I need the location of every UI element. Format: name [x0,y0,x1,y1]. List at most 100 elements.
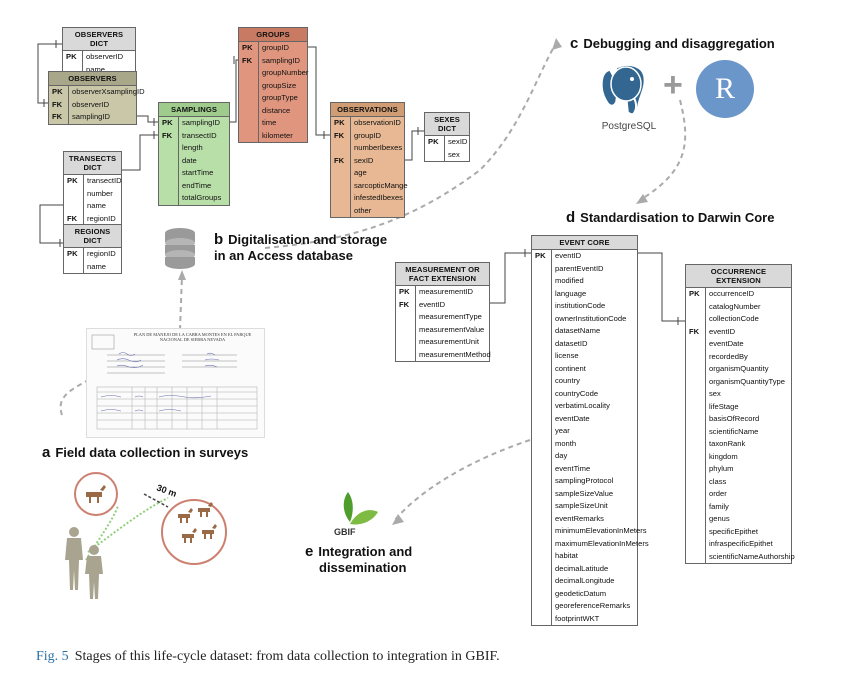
table-row: name [63,63,135,76]
table-row: endTime [159,179,229,192]
row-field: measurementValue [415,323,489,336]
table-row: name [64,260,121,273]
row-field: recordedBy [705,350,791,363]
table-row: habitat [532,550,637,563]
table-row: month [532,437,637,450]
row-field: countryCode [551,387,637,400]
table-row: year [532,425,637,438]
row-field: sex [444,148,469,161]
row-field: day [551,450,637,463]
table-row: class [686,475,791,488]
table-row: eventDate [686,338,791,351]
row-field: phylum [705,463,791,476]
plus-sign: + [663,66,683,104]
row-field: decimalLongitude [551,575,637,588]
row-field: parentEventID [551,262,637,275]
distance-label: 30 m [155,482,178,498]
table-row: basisOfRecord [686,413,791,426]
gbif-label: GBIF [334,527,356,537]
stage-e-line2: dissemination [319,560,407,575]
table-row: time [239,117,307,130]
row-field: continent [551,362,637,375]
ibex-group-circle-large [161,499,227,565]
row-field: specificEpithet [705,525,791,538]
row-field: month [551,437,637,450]
table-row: infestedIbexes [331,192,404,205]
table-row: number [64,187,121,200]
row-field: transectID [178,129,229,142]
field-form-image: PLAN DE MANEJO DE LA CABRA MONTES EN EL … [86,328,265,438]
table-row: collectionCode [686,313,791,326]
table-row: minimumElevationInMeters [532,525,647,538]
row-field: georeferenceRemarks [551,600,637,613]
row-field: eventRemarks [551,512,637,525]
table-row: distance [239,104,307,117]
table-row: age [331,167,404,180]
table-row: decimalLongitude [532,575,637,588]
row-field: observerXsamplingID [68,86,145,99]
figure-caption-text: Stages of this life-cycle dataset: from … [74,649,500,664]
table-row: organismQuantity [686,363,791,376]
table-row: sex [686,388,791,401]
row-field: modified [551,275,637,288]
row-field: verbatimLocality [551,400,637,413]
row-field: eventID [705,325,791,338]
row-field: measurementType [415,311,489,324]
row-field: maximumElevationInMeters [551,537,649,550]
table-row: sampleSizeValue [532,487,637,500]
row-field: kingdom [705,450,791,463]
row-key: PK [535,251,546,260]
gbif-logo-icon: GBIF [334,492,378,537]
table-row: name [64,200,121,213]
table-row: totalGroups [159,192,229,205]
row-field: decimalLatitude [551,562,637,575]
table-row: scientificName [686,425,791,438]
postgresql-label: PostgreSQL [602,121,657,132]
row-field: age [350,167,404,180]
table-row: FK observerID [49,98,136,111]
table-row: eventTime [532,462,637,475]
table-row: verbatimLocality [532,400,637,413]
row-field: geodeticDatum [551,587,637,600]
row-field: datasetID [551,337,637,350]
table-row: lifeStage [686,400,791,413]
sexes-dict-title: SEXES DICT [425,113,469,136]
row-field: groupType [258,92,307,105]
row-field: eventTime [551,462,637,475]
row-field: habitat [551,550,637,563]
table-row: numberIbexes [331,142,404,155]
row-key: FK [52,99,63,109]
table-row: groupSize [239,79,307,92]
row-field: catalogNumber [705,300,791,313]
row-field: minimumElevationInMeters [551,525,647,538]
row-key: FK [334,155,345,165]
row-field: collectionCode [705,313,791,326]
row-key: PK [334,118,345,127]
table-row: sampleSizeUnit [532,500,637,513]
row-field: license [551,350,637,363]
row-field: taxonRank [705,438,791,451]
samplings-title: SAMPLINGS [159,103,229,117]
row-field: measurementUnit [415,336,489,349]
row-key: PK [399,287,410,296]
row-field: observerID [68,98,136,111]
table-row: specificEpithet [686,525,791,538]
row-field: sexID [444,136,469,149]
table-row: sex [425,148,469,161]
row-key: FK [689,326,700,336]
table-row: groupType [239,92,307,105]
